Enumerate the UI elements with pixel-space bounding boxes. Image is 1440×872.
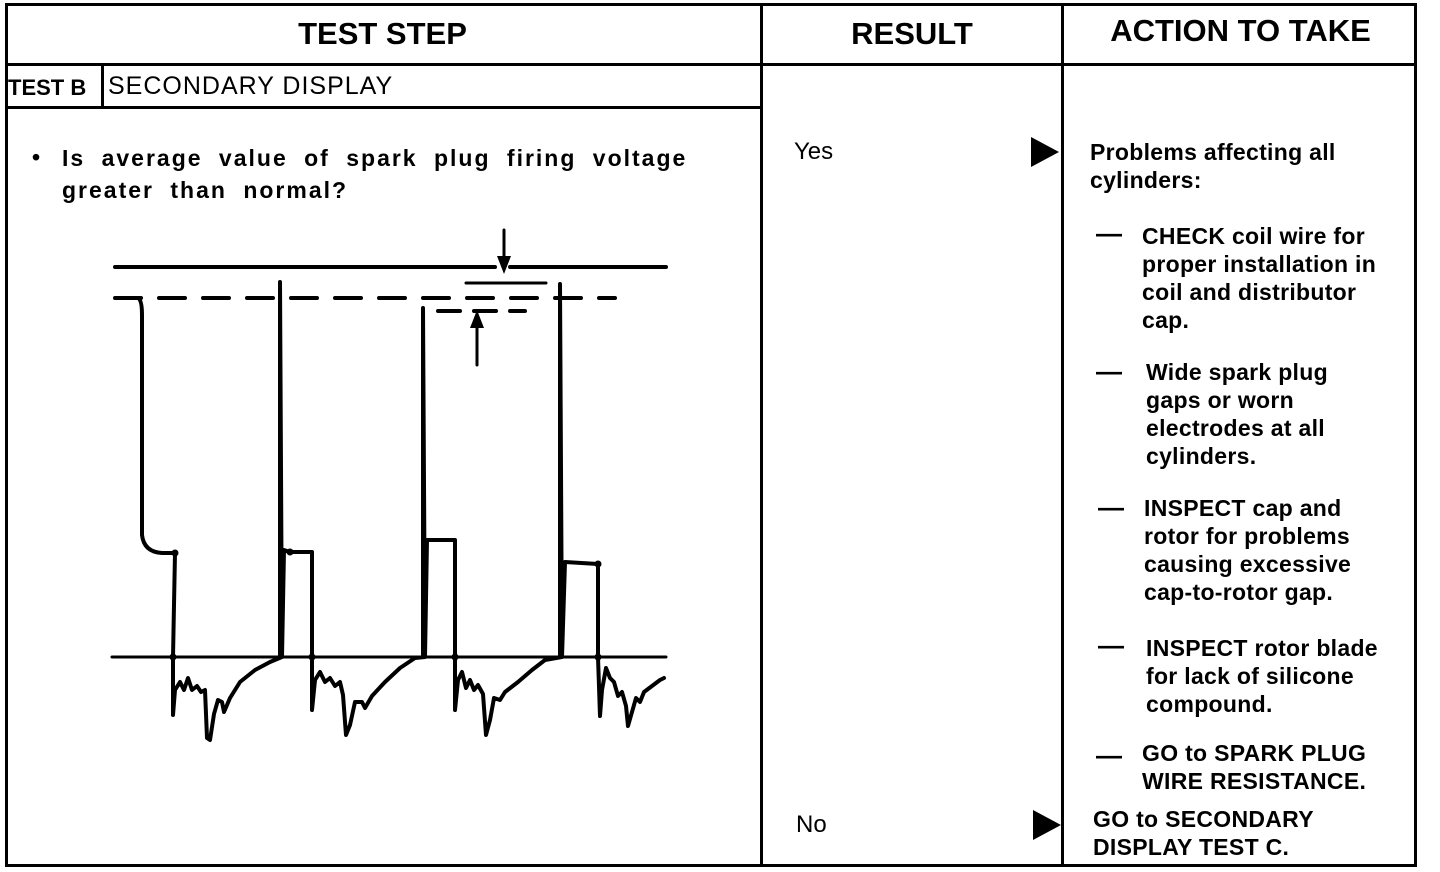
trace-node bbox=[171, 549, 179, 557]
column-divider-2 bbox=[1061, 3, 1064, 867]
firing-trace bbox=[118, 280, 666, 742]
item-dash: — bbox=[1096, 218, 1122, 248]
test-title-divider bbox=[5, 106, 763, 109]
header-divider bbox=[5, 63, 1417, 66]
secondary-waveform-diagram bbox=[110, 228, 668, 742]
test-label-divider bbox=[101, 63, 104, 108]
trace-node bbox=[451, 653, 459, 661]
action-item-2: Wide spark plug gaps or worn electrodes … bbox=[1146, 359, 1328, 469]
trace-node bbox=[594, 653, 602, 661]
trace-node bbox=[594, 560, 602, 568]
lower-arrow-head bbox=[470, 310, 484, 328]
item-dash: — bbox=[1096, 356, 1122, 386]
header-test-step: TEST STEP bbox=[298, 16, 467, 51]
test-title: SECONDARY DISPLAY bbox=[108, 72, 394, 100]
no-action: GO to SECONDARY DISPLAY TEST C. bbox=[1093, 806, 1314, 860]
action-item-4: INSPECT rotor blade for lack of silicone… bbox=[1146, 635, 1378, 717]
header-result: RESULT bbox=[851, 16, 973, 51]
question-text: Is average value of spark plug firing vo… bbox=[62, 145, 688, 203]
yes-arrow-icon bbox=[1031, 137, 1059, 167]
header-action: ACTION TO TAKE bbox=[1110, 13, 1371, 48]
result-yes: Yes bbox=[794, 138, 834, 165]
question: • Is average value of spark plug firing … bbox=[32, 142, 696, 206]
trace-node bbox=[308, 653, 316, 661]
bullet: • bbox=[32, 144, 43, 170]
trace-node bbox=[286, 548, 294, 556]
action-item-1: CHECK coil wire for proper installation … bbox=[1142, 223, 1377, 333]
yes-action-heading: Problems affecting all cylinders: bbox=[1090, 139, 1336, 193]
item-dash: — bbox=[1098, 630, 1124, 660]
test-label: TEST B bbox=[8, 75, 87, 100]
item-dash: — bbox=[1096, 740, 1122, 770]
action-item-3: INSPECT cap and rotor for problems causi… bbox=[1144, 495, 1352, 605]
no-arrow-icon bbox=[1033, 810, 1061, 840]
test-table bbox=[5, 3, 1417, 867]
upper-arrow-head bbox=[497, 256, 511, 274]
action-item-5: GO to SPARK PLUG WIRE RESISTANCE. bbox=[1142, 740, 1367, 794]
item-dash: — bbox=[1098, 492, 1124, 522]
trace-node bbox=[169, 653, 177, 661]
column-divider-1 bbox=[760, 3, 763, 867]
result-no: No bbox=[796, 811, 827, 838]
